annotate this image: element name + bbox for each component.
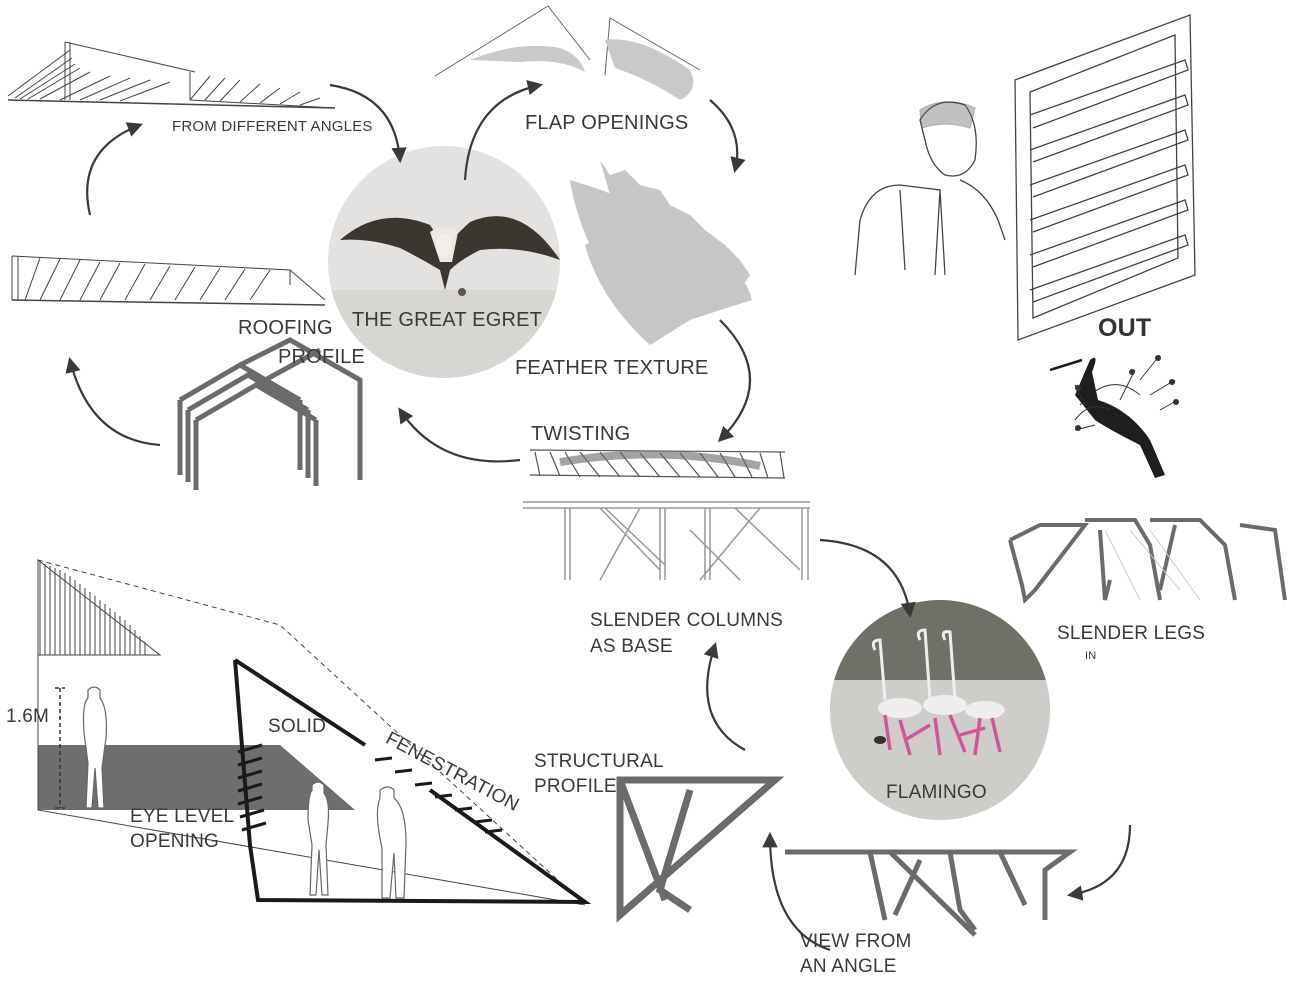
label-from-angles: FROM DIFFERENT ANGLES xyxy=(172,118,373,135)
label-flamingo: FLAMINGO xyxy=(886,782,987,803)
twisting-strip xyxy=(529,449,786,479)
label-view-angle-2: AN ANGLE xyxy=(800,956,897,977)
cycle-arrows xyxy=(65,80,1132,952)
label-great-egret: THE GREAT EGRET xyxy=(352,309,543,331)
label-slender-columns-1: SLENDER COLUMNS xyxy=(590,610,784,631)
label-flap-openings: FLAP OPENINGS xyxy=(525,112,689,134)
louver-sketch xyxy=(854,14,1196,341)
flap-wings xyxy=(434,5,701,100)
slender-columns xyxy=(523,501,810,581)
label-eye-level-2: OPENING xyxy=(130,831,220,852)
label-structural-1: STRUCTURAL xyxy=(534,751,664,772)
label-structural-2: PROFILE xyxy=(534,776,617,797)
label-feather-texture: FEATHER TEXTURE xyxy=(515,357,709,379)
label-twisting: TWISTING xyxy=(531,423,631,445)
label-roofing-2: PROFILE xyxy=(278,346,365,368)
label-slender-columns-2: AS BASE xyxy=(590,636,673,657)
label-roofing-1: ROOFING xyxy=(238,317,333,339)
label-eye-level-1: EYE LEVEL xyxy=(130,806,235,827)
roof-sketch-profile xyxy=(11,255,326,306)
roof-sketch-angles xyxy=(7,41,336,109)
label-height: 1.6M xyxy=(6,706,50,727)
label-slender-legs-in: IN xyxy=(1085,650,1097,662)
structural-profile xyxy=(616,776,785,923)
section-diagram xyxy=(37,558,592,906)
feather-texture xyxy=(570,160,752,345)
bird-on-branch xyxy=(1049,354,1179,478)
label-view-angle-1: VIEW FROM xyxy=(800,931,912,952)
slender-legs-frame xyxy=(1008,518,1287,605)
view-angle-frame xyxy=(785,849,1078,937)
label-out: OUT xyxy=(1098,314,1152,342)
slender-legs-shadow xyxy=(1104,529,1201,601)
label-solid: SOLID xyxy=(268,716,327,737)
label-slender-legs: SLENDER LEGS xyxy=(1057,623,1206,644)
roof-frame-3d xyxy=(177,337,363,490)
